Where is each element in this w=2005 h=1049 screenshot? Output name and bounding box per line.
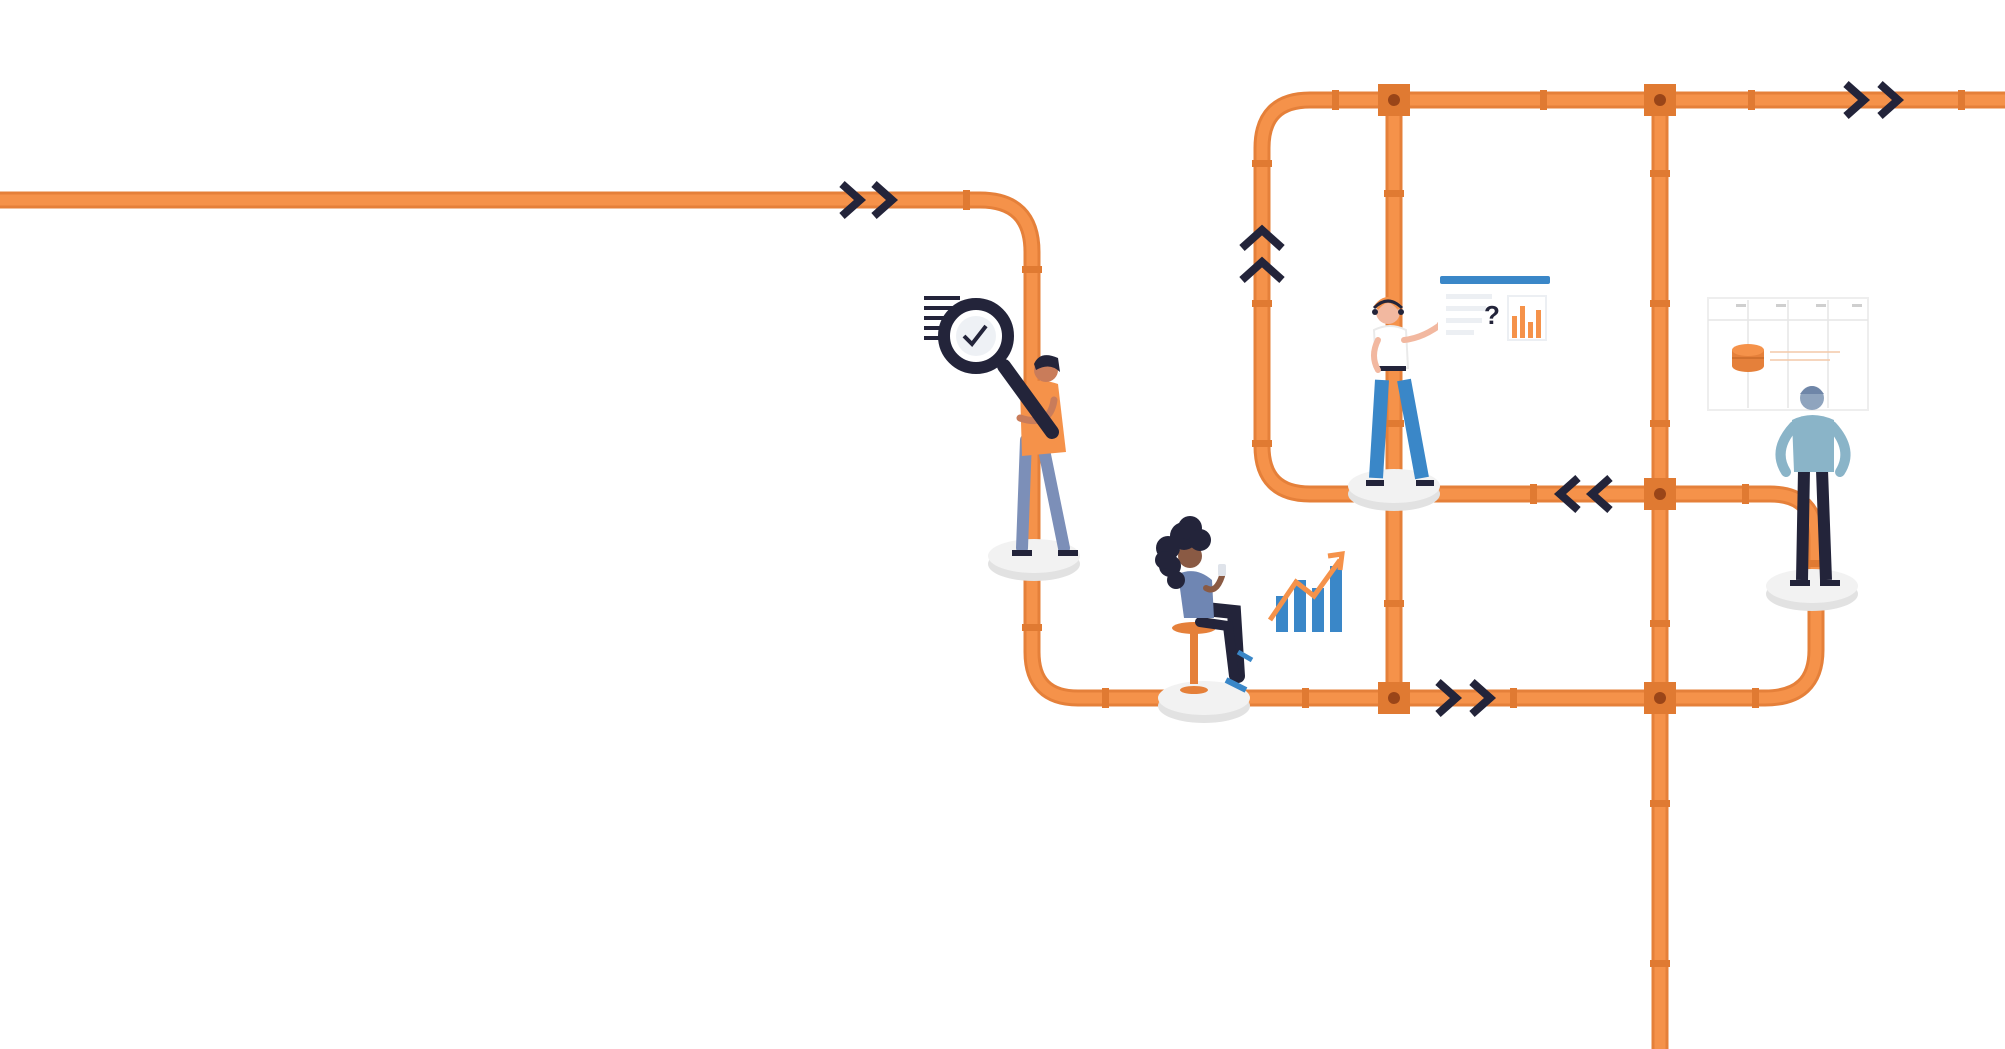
database-icon bbox=[1732, 344, 1764, 372]
analyst-figure bbox=[1155, 516, 1254, 694]
help-dashboard-card: ? bbox=[1438, 274, 1550, 342]
pipe-main-entry bbox=[0, 91, 2005, 707]
pipe-junctions bbox=[1378, 84, 1676, 714]
observer-figure bbox=[1775, 386, 1851, 586]
pipe-couplings bbox=[963, 90, 1965, 967]
curly-hair bbox=[1155, 516, 1211, 589]
phone-icon bbox=[1218, 564, 1226, 576]
platforms bbox=[988, 469, 1858, 723]
mini-bar-chart-icon bbox=[1512, 306, 1541, 338]
junction-top-b bbox=[1644, 84, 1676, 116]
flow-arrow-right-top-icon bbox=[1843, 81, 1905, 119]
flow-arrows bbox=[839, 81, 1905, 717]
platform-inspector bbox=[988, 539, 1080, 581]
flow-arrow-left-mid-icon bbox=[1553, 475, 1613, 513]
flow-arrow-right-entry-icon bbox=[839, 181, 899, 219]
junction-mid-b bbox=[1644, 478, 1676, 510]
inspector-figure bbox=[924, 296, 1078, 556]
data-board bbox=[1707, 297, 1869, 411]
checkmark-icon bbox=[962, 324, 988, 348]
flow-arrow-up-icon bbox=[1239, 224, 1285, 283]
platform-observer bbox=[1766, 569, 1858, 611]
junction-bottom-a bbox=[1378, 682, 1410, 714]
support-agent-figure bbox=[1366, 297, 1455, 486]
help-question-mark: ? bbox=[1484, 300, 1500, 330]
headset-icon bbox=[1372, 299, 1404, 310]
junction-bottom-b bbox=[1644, 682, 1676, 714]
junction-top-a bbox=[1378, 84, 1410, 116]
growth-chart-icon bbox=[1267, 551, 1345, 632]
magnifier-icon bbox=[938, 298, 1059, 439]
flow-arrow-right-bottom-icon bbox=[1435, 679, 1497, 717]
